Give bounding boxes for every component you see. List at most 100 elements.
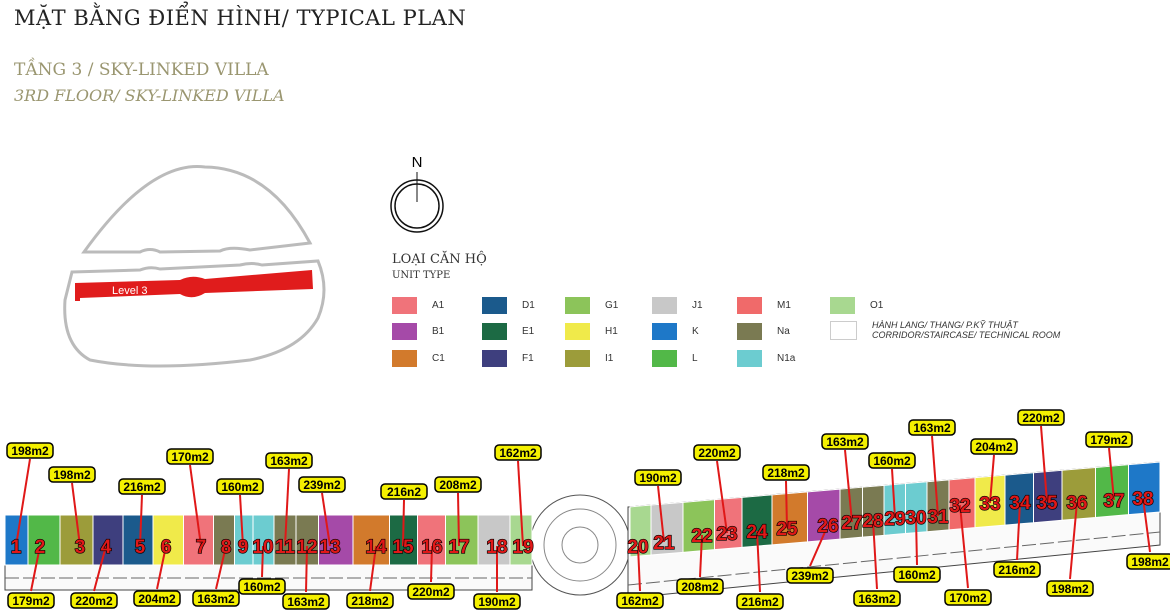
leader-line — [699, 534, 703, 578]
legend-swatch — [392, 323, 417, 340]
unit-number: 26 — [817, 516, 838, 537]
unit-area-label: 190m2 — [478, 595, 516, 609]
area-label-bg — [762, 464, 810, 481]
unit-19-block[interactable] — [509, 514, 533, 566]
leader-line — [261, 545, 264, 578]
area-label-bg — [993, 561, 1041, 578]
unit-area-label: 160m2 — [873, 454, 911, 468]
legend-swatch — [737, 297, 762, 314]
legend-title: LOẠI CĂN HỘ — [392, 252, 487, 267]
unit-area-label: 163m2 — [270, 454, 308, 468]
area-label-bg — [407, 583, 455, 600]
unit-area-label: 220m2 — [412, 585, 450, 599]
unit-area-label: 198m2 — [53, 468, 91, 482]
keymap-level-label: Level 3 — [112, 285, 147, 297]
area-label-bg — [944, 589, 992, 606]
leader-line — [756, 530, 761, 593]
area-label-bg — [7, 592, 55, 609]
unit-number: 12 — [296, 537, 317, 558]
unit-area-label: 198m2 — [1131, 555, 1169, 569]
leader-line — [716, 460, 728, 534]
unit-area-label: 160m2 — [221, 480, 259, 494]
unit-38-block[interactable] — [1128, 461, 1161, 516]
unit-area-label: 190m2 — [639, 471, 677, 485]
legend-item-e1: E1 — [482, 323, 534, 340]
leader-line — [657, 485, 665, 543]
leader-line — [215, 545, 227, 590]
unit-number: 9 — [238, 537, 249, 558]
legend-label: A1 — [432, 300, 445, 311]
unit-number: 28 — [862, 511, 883, 532]
area-label-bg — [473, 593, 521, 610]
unit-area-label: 216n2 — [387, 485, 421, 499]
leader-line — [457, 492, 460, 547]
unit-number: 17 — [448, 537, 469, 558]
legend-swatch — [830, 320, 857, 340]
leader-line — [1069, 501, 1078, 580]
leader-line — [239, 494, 244, 547]
leader-line — [931, 435, 939, 517]
unit-area-label: 216m2 — [998, 563, 1036, 577]
legend-item-j1: J1 — [652, 297, 703, 314]
unit-number: 11 — [275, 537, 296, 558]
area-label-bg — [634, 469, 682, 486]
legend-label: B1 — [432, 326, 445, 337]
keymap-level3-band — [75, 270, 313, 301]
legend-item-h1: H1 — [565, 323, 618, 340]
legend-label: O1 — [870, 300, 884, 311]
area-label-bg — [736, 593, 784, 610]
unit-number: 29 — [884, 509, 905, 530]
unit-area-label: 208m2 — [681, 580, 719, 594]
key-map: Level 3 — [63, 165, 326, 368]
leader-line — [872, 519, 878, 590]
legend-swatch — [565, 350, 590, 367]
floor-subtitle-vi: TẦNG 3 / SKY-LINKED VILLA — [14, 60, 269, 80]
unit-area-label: 204m2 — [975, 440, 1013, 454]
unit-number: 4 — [101, 537, 112, 558]
legend-label: Na — [777, 326, 790, 337]
leader-line — [989, 454, 995, 504]
unit-number: 3 — [75, 537, 86, 558]
area-label-bg — [166, 448, 214, 465]
leader-line — [139, 494, 143, 547]
legend-swatch — [737, 323, 762, 340]
legend-swatch — [482, 323, 507, 340]
unit-number: 38 — [1132, 489, 1153, 510]
unit-area-label: 162m2 — [621, 594, 659, 608]
area-label-bg — [908, 419, 956, 436]
unit-number: 20 — [627, 537, 648, 558]
leader-line — [785, 480, 788, 529]
legend-label: E1 — [522, 326, 535, 337]
leader-line — [809, 524, 829, 567]
area-label-bg — [1126, 553, 1170, 570]
legend-label: D1 — [522, 300, 535, 311]
legend-item-g1: G1 — [565, 297, 618, 314]
area-label-bg — [192, 590, 240, 607]
unit-number: 2 — [35, 537, 46, 558]
unit-area-label: 218m2 — [351, 594, 389, 608]
legend-label: F1 — [522, 353, 534, 364]
unit-area-label: 218m2 — [767, 466, 805, 480]
legend-corridor-en: CORRIDOR/STAIRCASE/ TECHNICAL ROOM — [872, 330, 1061, 340]
area-label-bg — [1085, 431, 1133, 448]
unit-number: 35 — [1036, 493, 1058, 514]
legend-item-d1: D1 — [482, 297, 535, 314]
legend-swatch — [737, 350, 762, 367]
legend-swatch — [652, 323, 677, 340]
keymap-upper-block — [81, 165, 313, 254]
area-label-bg — [48, 466, 96, 483]
unit-area-label: 179m2 — [12, 594, 50, 608]
unit-area-label: 160m2 — [898, 568, 936, 582]
legend-corridor-vi: HÀNH LANG/ THANG/ P.KỸ THUẬT — [872, 320, 1018, 330]
unit-number: 8 — [221, 537, 232, 558]
area-label-bg — [868, 452, 916, 469]
unit-number: 1 — [11, 537, 22, 558]
unit-number: 22 — [691, 526, 712, 547]
area-label-bg — [616, 592, 664, 609]
leader-line — [30, 545, 41, 592]
unit-area-label: 179m2 — [1090, 433, 1128, 447]
unit-area-label: 204m2 — [138, 592, 176, 606]
leader-line — [844, 449, 853, 523]
legend-subtitle: UNIT TYPE — [392, 270, 451, 281]
area-label-bg — [380, 483, 428, 500]
